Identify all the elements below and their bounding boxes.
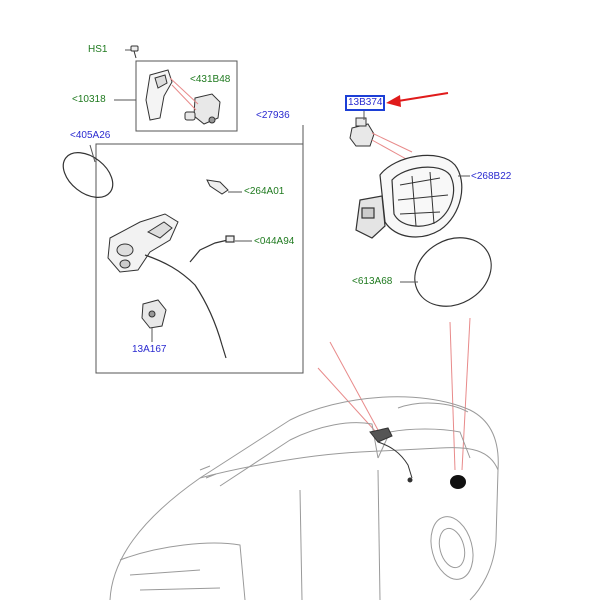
label-10318[interactable]: <10318: [72, 94, 106, 105]
label-27936[interactable]: <27936: [256, 110, 290, 121]
actuator-431b48: [184, 93, 221, 125]
release-cable: [144, 254, 227, 359]
label-044a94[interactable]: <044A94: [254, 236, 295, 247]
label-13b374-highlighted[interactable]: 13B374: [345, 95, 386, 111]
housing-assembly: [107, 213, 179, 273]
seal-613a68: [414, 237, 492, 307]
label-613a68[interactable]: <613A68: [352, 276, 393, 287]
label-431b48[interactable]: <431B48: [190, 74, 231, 85]
label-hs1[interactable]: HS1: [88, 44, 108, 55]
red-leader-bump-stop: [371, 132, 413, 153]
callout-box-latch: [135, 60, 238, 132]
latch-bracket: [145, 69, 173, 121]
red-leaders-vehicle: [317, 317, 471, 471]
red-leader-bump-stop-2: [371, 139, 409, 161]
red-leader-latch-2: [171, 84, 197, 111]
gasket-405a26: [62, 152, 114, 198]
actuator-13a167: [141, 299, 167, 329]
vehicle-outline: [109, 396, 499, 601]
clip-264a01: [206, 179, 229, 195]
vehicle-fuel-door: [450, 475, 466, 489]
label-268b22[interactable]: <268B22: [471, 171, 512, 182]
leader-405a26: [89, 144, 96, 163]
label-264a01[interactable]: <264A01: [244, 186, 285, 197]
bump-stop-13b374: [349, 117, 375, 147]
cable-044a94: [189, 235, 235, 263]
pointer-arrow: [386, 92, 449, 107]
red-leader-latch: [169, 77, 199, 105]
label-13a167[interactable]: 13A167: [132, 344, 167, 355]
vehicle-latch: [369, 427, 413, 483]
fuel-door-268b22: [355, 154, 463, 239]
label-405a26[interactable]: <405A26: [70, 130, 111, 141]
callout-box-cable-assembly: [95, 143, 304, 374]
screw-hs1: [130, 45, 139, 59]
